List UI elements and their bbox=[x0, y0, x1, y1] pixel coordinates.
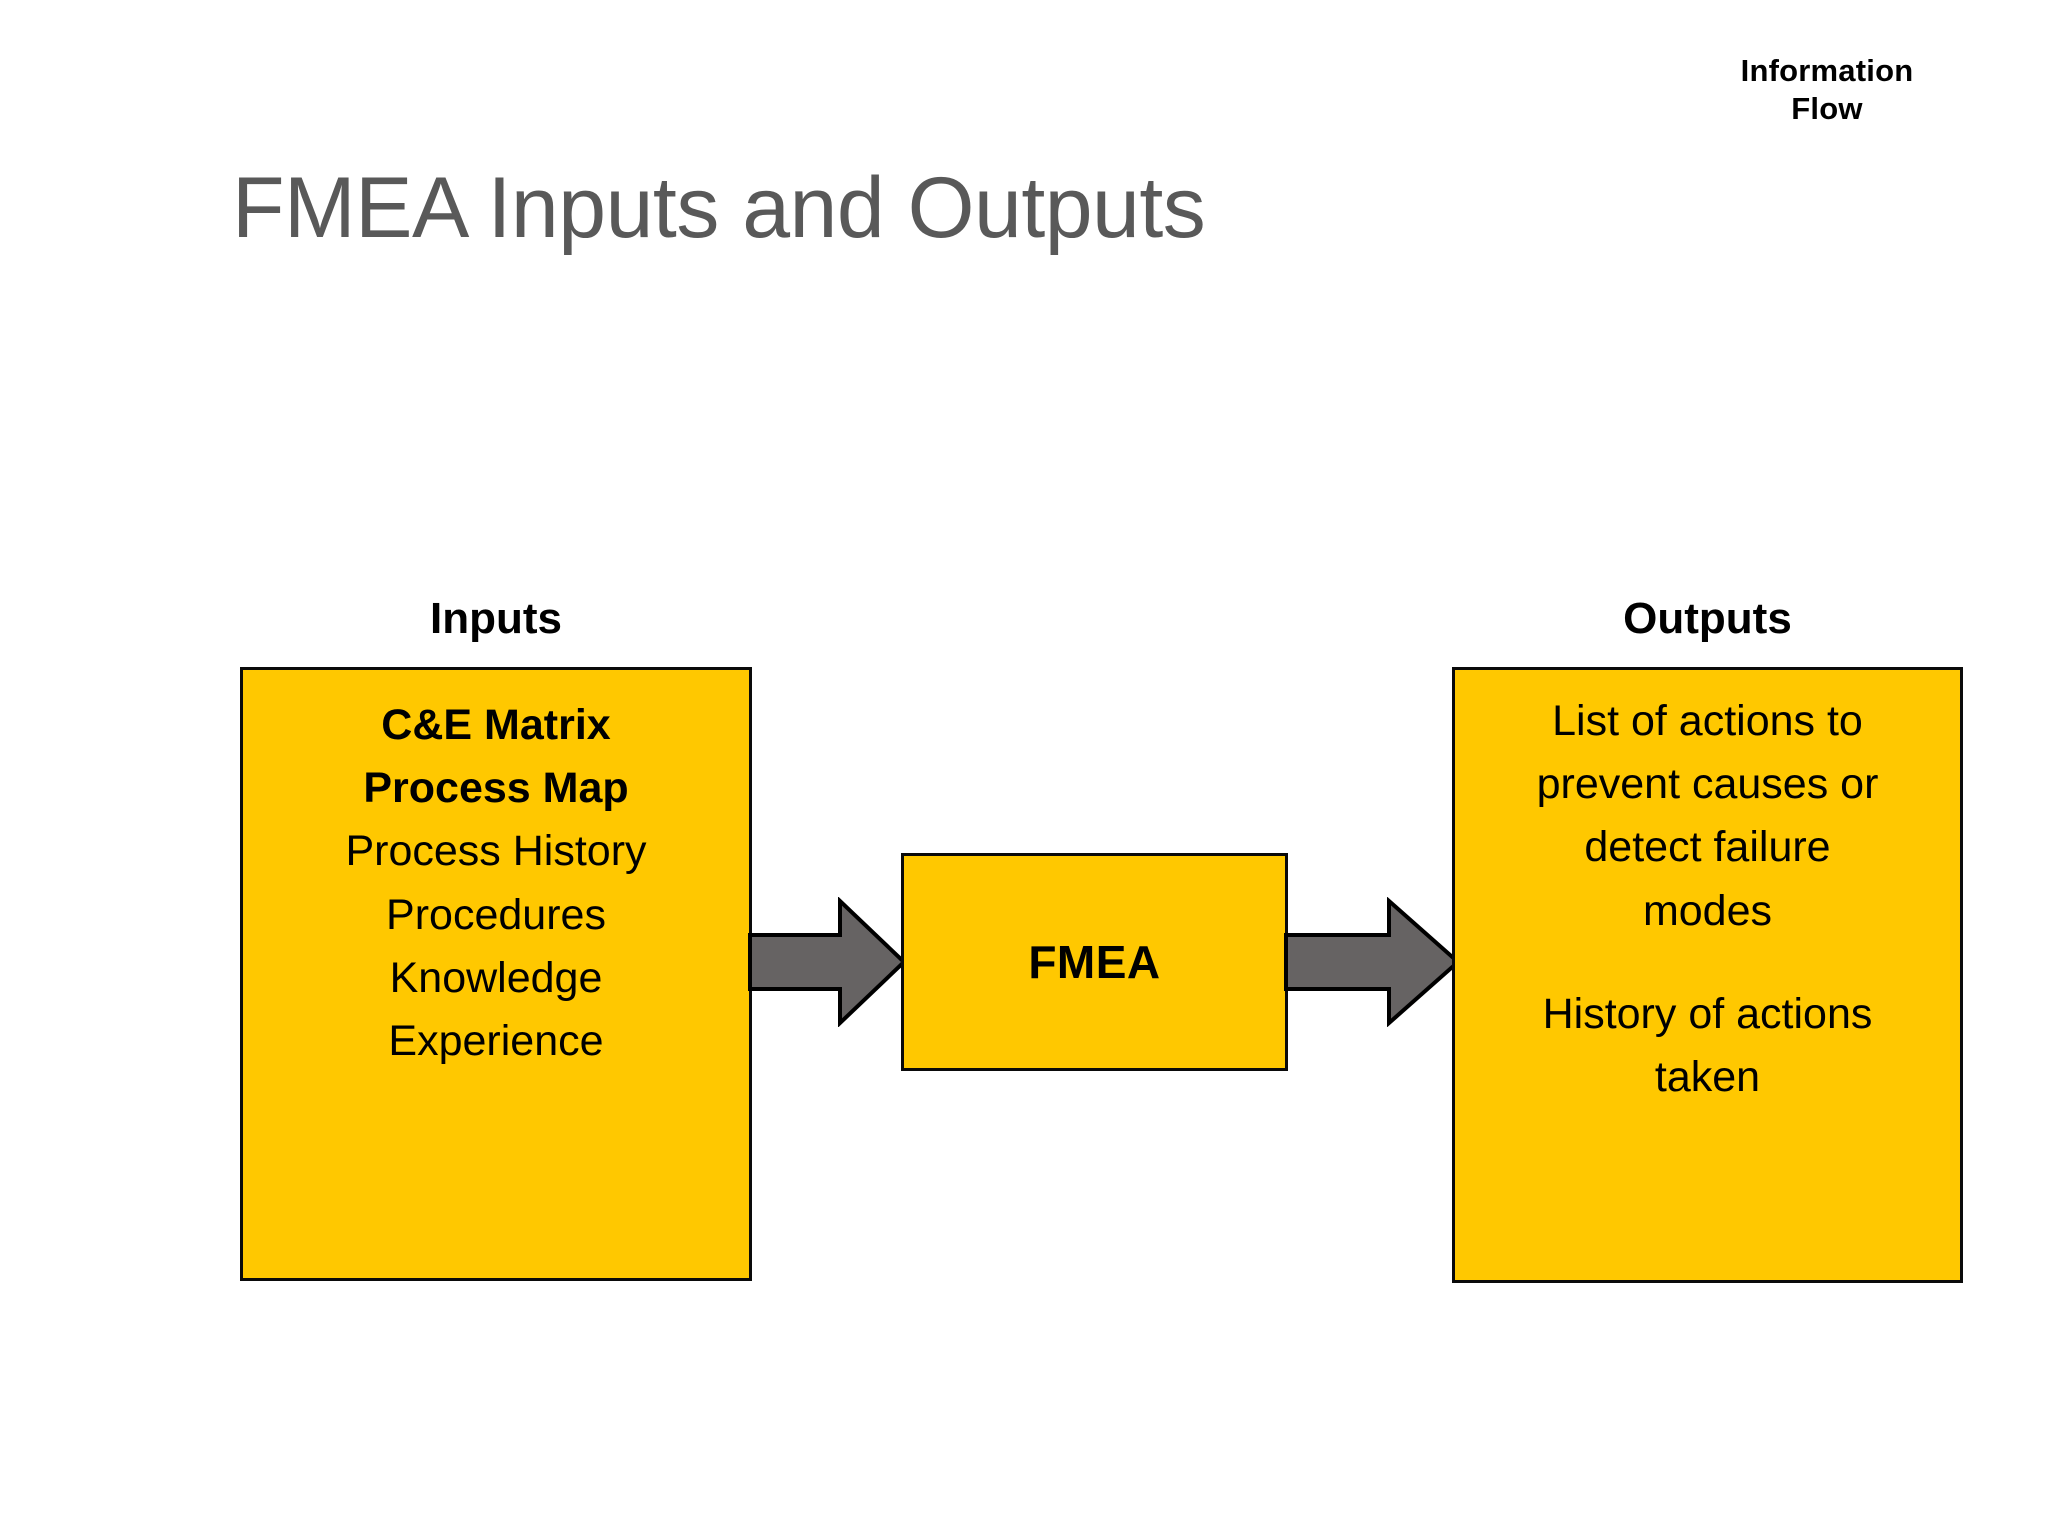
input-line-process-history: Process History bbox=[345, 827, 647, 876]
output-line-detect-failure: detect failure bbox=[1584, 823, 1831, 872]
input-line-ce-matrix: C&E Matrix bbox=[381, 701, 611, 749]
input-line-procedures: Procedures bbox=[386, 890, 606, 939]
page-title: FMEA Inputs and Outputs bbox=[232, 160, 1206, 256]
inputs-lines-container: C&E Matrix Process Map Process History P… bbox=[243, 694, 749, 1073]
outputs-header: Outputs bbox=[1623, 594, 1792, 643]
output-line-modes: modes bbox=[1642, 886, 1773, 935]
fmea-process-box: FMEA bbox=[901, 853, 1288, 1071]
output-line-history-of-actions: History of actions bbox=[1542, 989, 1873, 1038]
input-line-knowledge: Knowledge bbox=[389, 953, 603, 1002]
information-flow-note: Information Flow bbox=[1662, 52, 1992, 128]
output-line-taken: taken bbox=[1654, 1053, 1761, 1102]
outputs-box: List of actions to prevent causes or det… bbox=[1452, 667, 1963, 1283]
output-line-spacer bbox=[1455, 943, 1960, 983]
information-flow-line-1: Information bbox=[1740, 53, 1914, 88]
inputs-header: Inputs bbox=[430, 594, 562, 643]
outputs-lines-container: List of actions to prevent causes or det… bbox=[1455, 690, 1960, 1109]
input-line-experience: Experience bbox=[388, 1017, 604, 1066]
input-line-process-map: Process Map bbox=[363, 764, 629, 813]
arrow-inputs-to-fmea-icon bbox=[748, 897, 906, 1027]
output-line-list-of-actions-to: List of actions to bbox=[1552, 697, 1863, 745]
inputs-box: C&E Matrix Process Map Process History P… bbox=[240, 667, 752, 1281]
fmea-label: FMEA bbox=[1028, 936, 1161, 988]
arrow-fmea-to-outputs-icon bbox=[1284, 897, 1460, 1027]
information-flow-line-2: Flow bbox=[1791, 90, 1863, 126]
output-line-prevent-causes-or: prevent causes or bbox=[1536, 760, 1879, 809]
